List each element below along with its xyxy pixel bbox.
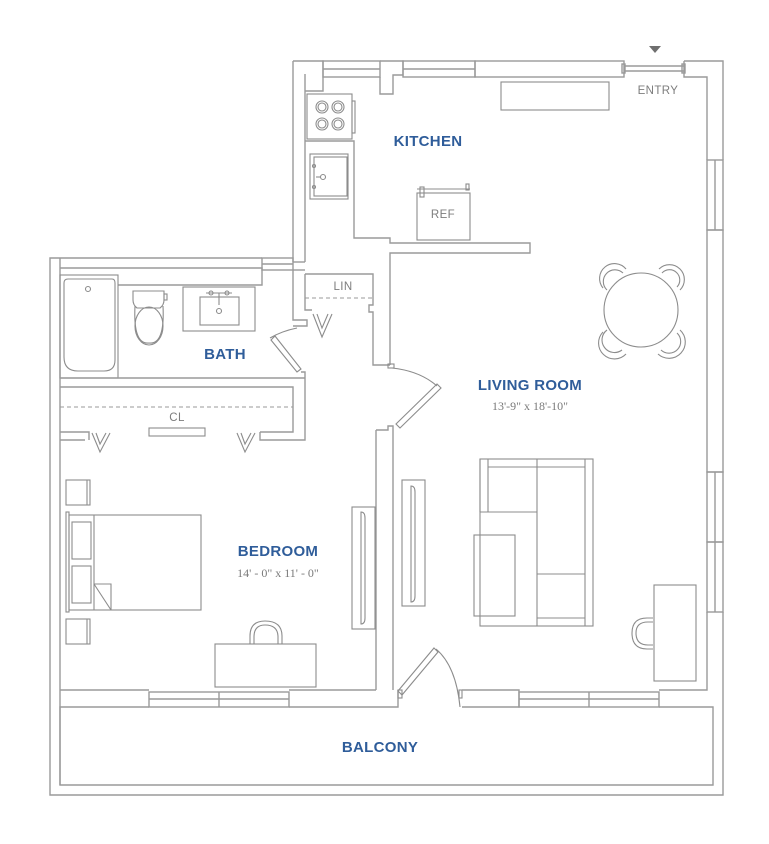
room-label-kitchen: KITCHEN bbox=[393, 133, 463, 150]
bathtub-icon bbox=[59, 274, 119, 379]
east-windows bbox=[49, 159, 724, 796]
living-door bbox=[387, 363, 442, 429]
kitchen-sink-icon bbox=[309, 153, 349, 200]
west-walls bbox=[59, 257, 294, 785]
kitchen-area bbox=[293, 81, 610, 365]
dining-table-icon bbox=[598, 263, 686, 360]
bed-icon bbox=[65, 511, 202, 613]
bedroom-furniture bbox=[65, 479, 376, 688]
room-dimensions-bedroom: 14' - 0" x 11' - 0" bbox=[237, 566, 319, 580]
vanity-icon bbox=[182, 286, 256, 332]
toilet-icon bbox=[132, 290, 168, 346]
bath-door bbox=[269, 327, 302, 373]
living-furniture bbox=[401, 263, 697, 682]
room-label-bedroom: BEDROOM bbox=[237, 543, 319, 560]
exterior-walls bbox=[292, 60, 724, 262]
refrigerator-icon bbox=[416, 183, 471, 241]
room-label-balcony: BALCONY bbox=[341, 739, 419, 756]
fixture-label-closet: CL bbox=[169, 412, 185, 424]
fixture-label-linen: LIN bbox=[333, 281, 353, 293]
sofa-icon bbox=[479, 458, 594, 627]
room-label-bath: BATH bbox=[204, 346, 246, 363]
room-label-living: LIVING ROOM bbox=[477, 377, 583, 394]
fixture-label-ref: REF bbox=[430, 209, 456, 221]
stove-icon bbox=[306, 93, 356, 140]
room-dimensions-living: 13'-9" x 18'-10" bbox=[491, 399, 569, 413]
bath-area bbox=[59, 270, 308, 379]
linen-closet bbox=[293, 269, 390, 366]
south-wall bbox=[59, 647, 714, 786]
bedroom-closet bbox=[60, 378, 306, 454]
interior-partition bbox=[375, 425, 394, 690]
entry-label: ENTRY bbox=[637, 85, 679, 97]
entry-marker-icon bbox=[649, 46, 661, 53]
